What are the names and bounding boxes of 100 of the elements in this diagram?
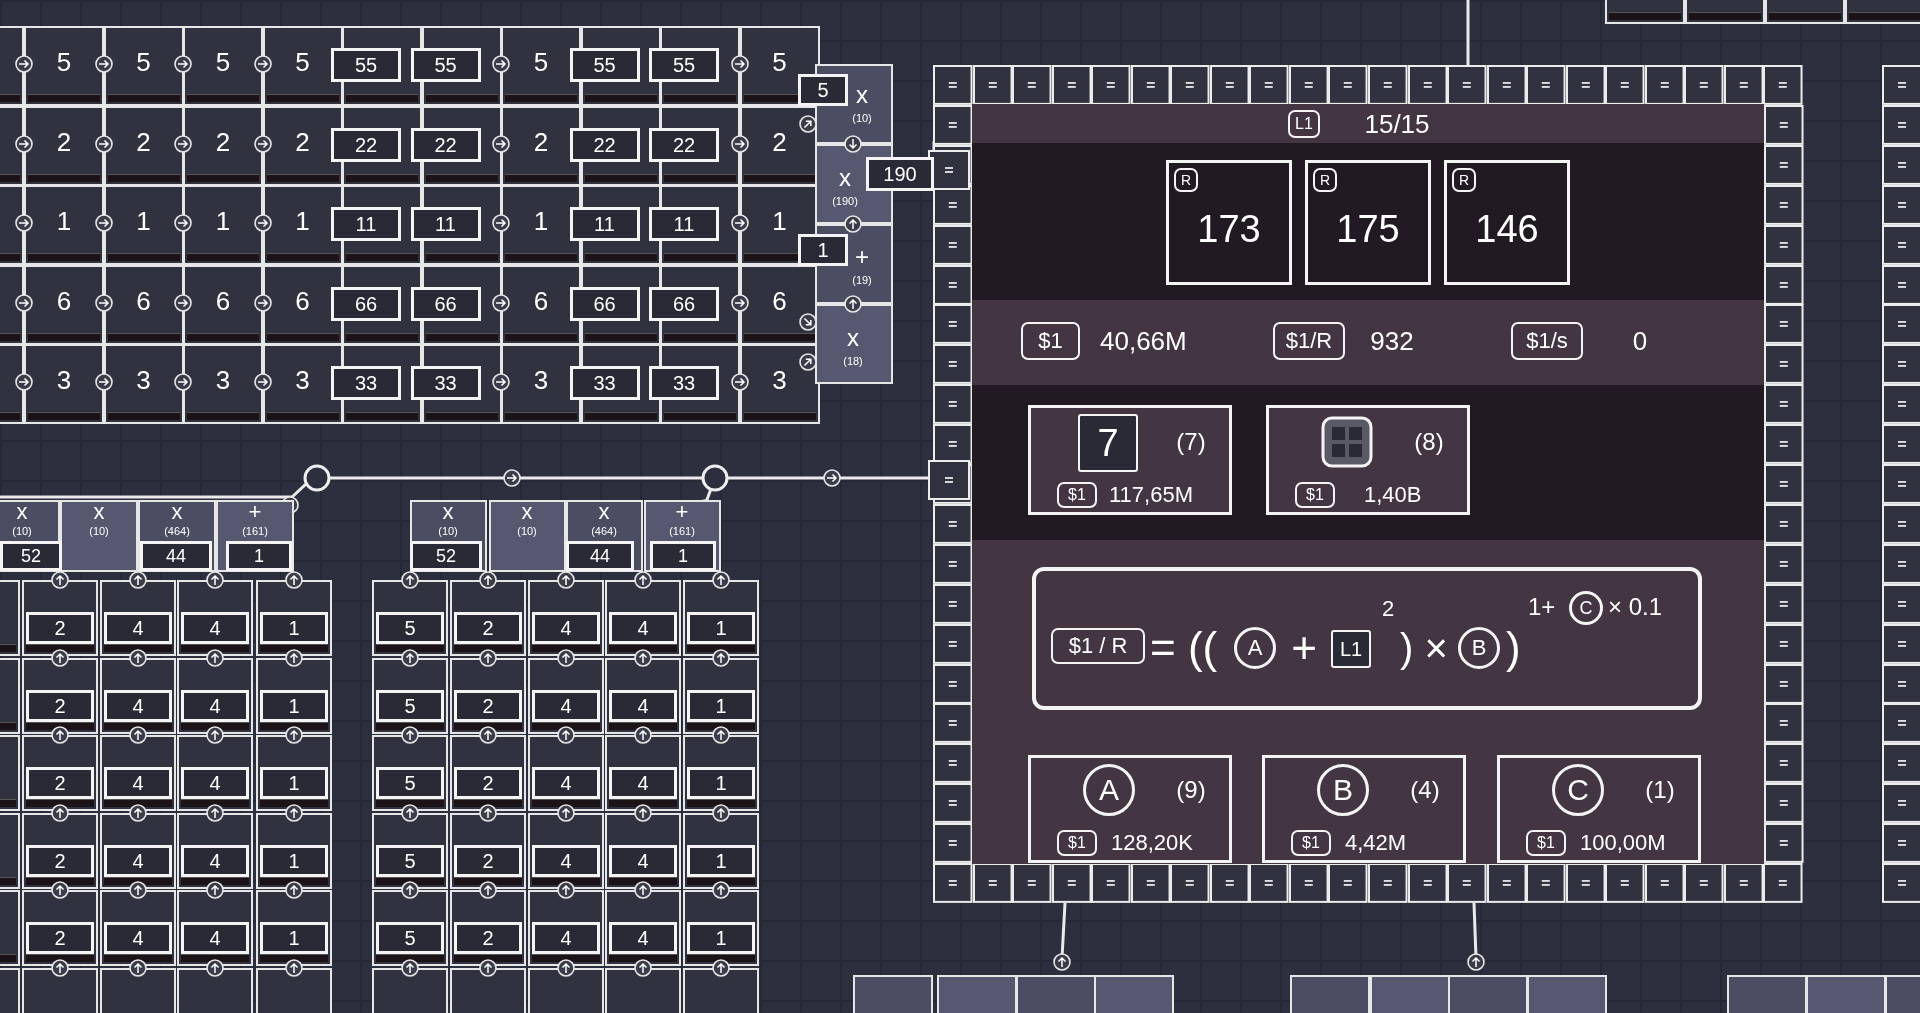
tile-number: 5 <box>215 49 231 75</box>
operator-count: (10) <box>12 525 32 537</box>
tile-number: 6 <box>772 287 787 314</box>
number-chip: 52 <box>410 541 482 571</box>
number-chip: 4 <box>532 612 600 644</box>
number-chip: 2 <box>454 767 522 799</box>
number-chip: 11 <box>649 207 719 242</box>
count-text: (8) <box>1414 430 1444 454</box>
count-text: (4) <box>1410 778 1440 802</box>
tile-number: 3 <box>215 367 231 394</box>
tile-number: 6 <box>533 287 549 314</box>
number-chip: 5 <box>376 612 444 644</box>
rate-value: 932 <box>1370 328 1414 354</box>
rate-badge: $1 / R <box>1051 628 1145 664</box>
variable-circle: C <box>1569 591 1603 625</box>
digit-tile: 7 <box>1078 414 1138 472</box>
number-chip: 2 <box>26 922 94 954</box>
exponent-text: × 0.1 <box>1608 595 1663 619</box>
tile-number: 3 <box>295 367 310 394</box>
number-chip: 11 <box>569 207 640 242</box>
tile-number: 2 <box>56 128 72 155</box>
number-chip: 11 <box>331 207 401 242</box>
rate-badge: $1/s <box>1511 322 1583 360</box>
number-chip: 22 <box>331 127 401 162</box>
number-chip: 2 <box>26 689 94 722</box>
tile-number: 5 <box>772 49 787 75</box>
currency-badge: $1 <box>1526 830 1566 856</box>
variable-circle: B <box>1317 764 1369 816</box>
number-chip: 2 <box>454 844 522 877</box>
resource-value: 173 <box>1197 210 1261 248</box>
variable-circle: B <box>1458 627 1500 669</box>
tile-number: 3 <box>772 367 787 394</box>
number-chip: 1 <box>260 767 328 799</box>
number-chip: 4 <box>181 612 249 644</box>
number-chip: 2 <box>454 689 522 722</box>
number-chip: 66 <box>331 286 401 321</box>
operator-symbol: + <box>675 501 689 523</box>
number-chip: 4 <box>532 922 600 954</box>
number-chip: 4 <box>609 689 677 722</box>
number-chip: 1 <box>260 612 328 644</box>
number-chip: 5 <box>376 844 444 877</box>
price-text: 4,42M <box>1345 832 1407 854</box>
number-chip: 4 <box>181 844 249 877</box>
operator-symbol: + <box>855 245 869 269</box>
operator-symbol: x <box>93 501 105 523</box>
tile-number: 6 <box>215 287 231 314</box>
number-chip: 1 <box>260 844 328 877</box>
operator-count: (10) <box>852 112 872 124</box>
number-chip: 33 <box>569 366 640 401</box>
number-chip: 2 <box>26 844 94 877</box>
number-chip: 1 <box>687 767 755 799</box>
resource-badge: R <box>1452 168 1476 192</box>
number-chip: 4 <box>609 767 677 799</box>
number-chip: 1 <box>226 541 292 571</box>
resource-value: 146 <box>1475 210 1539 248</box>
tile-number: 1 <box>215 208 231 235</box>
operator-count: (19) <box>852 274 872 286</box>
operator-count: (18) <box>843 355 863 367</box>
upgrade-card <box>1028 755 1232 863</box>
formula-text: = (( <box>1150 626 1218 670</box>
currency-badge: $1 <box>1021 322 1080 360</box>
upgrade-card <box>1497 755 1701 863</box>
tile-number: 1 <box>295 208 310 235</box>
number-chip: 33 <box>410 366 481 401</box>
number-chip: 2 <box>26 767 94 799</box>
number-chip: 4 <box>609 844 677 877</box>
tile-number: 1 <box>533 208 549 235</box>
number-chip: 66 <box>649 286 719 321</box>
number-chip: 2 <box>26 612 94 644</box>
number-chip: 4 <box>532 844 600 877</box>
operator-count: (190) <box>832 195 858 207</box>
rate-value: 0 <box>1632 328 1648 354</box>
number-chip: 66 <box>569 286 640 321</box>
number-chip: 1 <box>650 541 716 571</box>
level-badge: L1 <box>1288 110 1320 138</box>
tile-number: 1 <box>136 208 151 235</box>
tile-number: 2 <box>772 128 787 155</box>
tile-number: 3 <box>533 367 549 394</box>
number-chip: 5 <box>376 767 444 799</box>
resource-card <box>1444 160 1570 285</box>
operator-count: (10) <box>89 525 109 537</box>
operator-symbol: x <box>847 326 859 350</box>
number-chip: 4 <box>532 767 600 799</box>
number-chip: 1 <box>687 689 755 722</box>
stats-panel <box>972 104 1764 864</box>
operator-symbol: x <box>16 501 28 523</box>
exponent-text: 1+ <box>1528 595 1556 619</box>
number-chip: 1 <box>687 922 755 954</box>
formula-text: ) × <box>1400 628 1448 668</box>
tile-number: 3 <box>136 367 151 394</box>
tile-number: 6 <box>136 287 151 314</box>
number-chip: 4 <box>609 922 677 954</box>
operator-symbol: x <box>521 501 533 523</box>
number-chip: 4 <box>104 922 172 954</box>
operator-symbol: + <box>248 501 262 523</box>
number-chip: 22 <box>569 127 640 162</box>
variable-circle: C <box>1552 764 1604 816</box>
number-chip: 4 <box>181 767 249 799</box>
rate-badge: $1/R <box>1273 322 1345 360</box>
count-text: (1) <box>1645 778 1675 802</box>
